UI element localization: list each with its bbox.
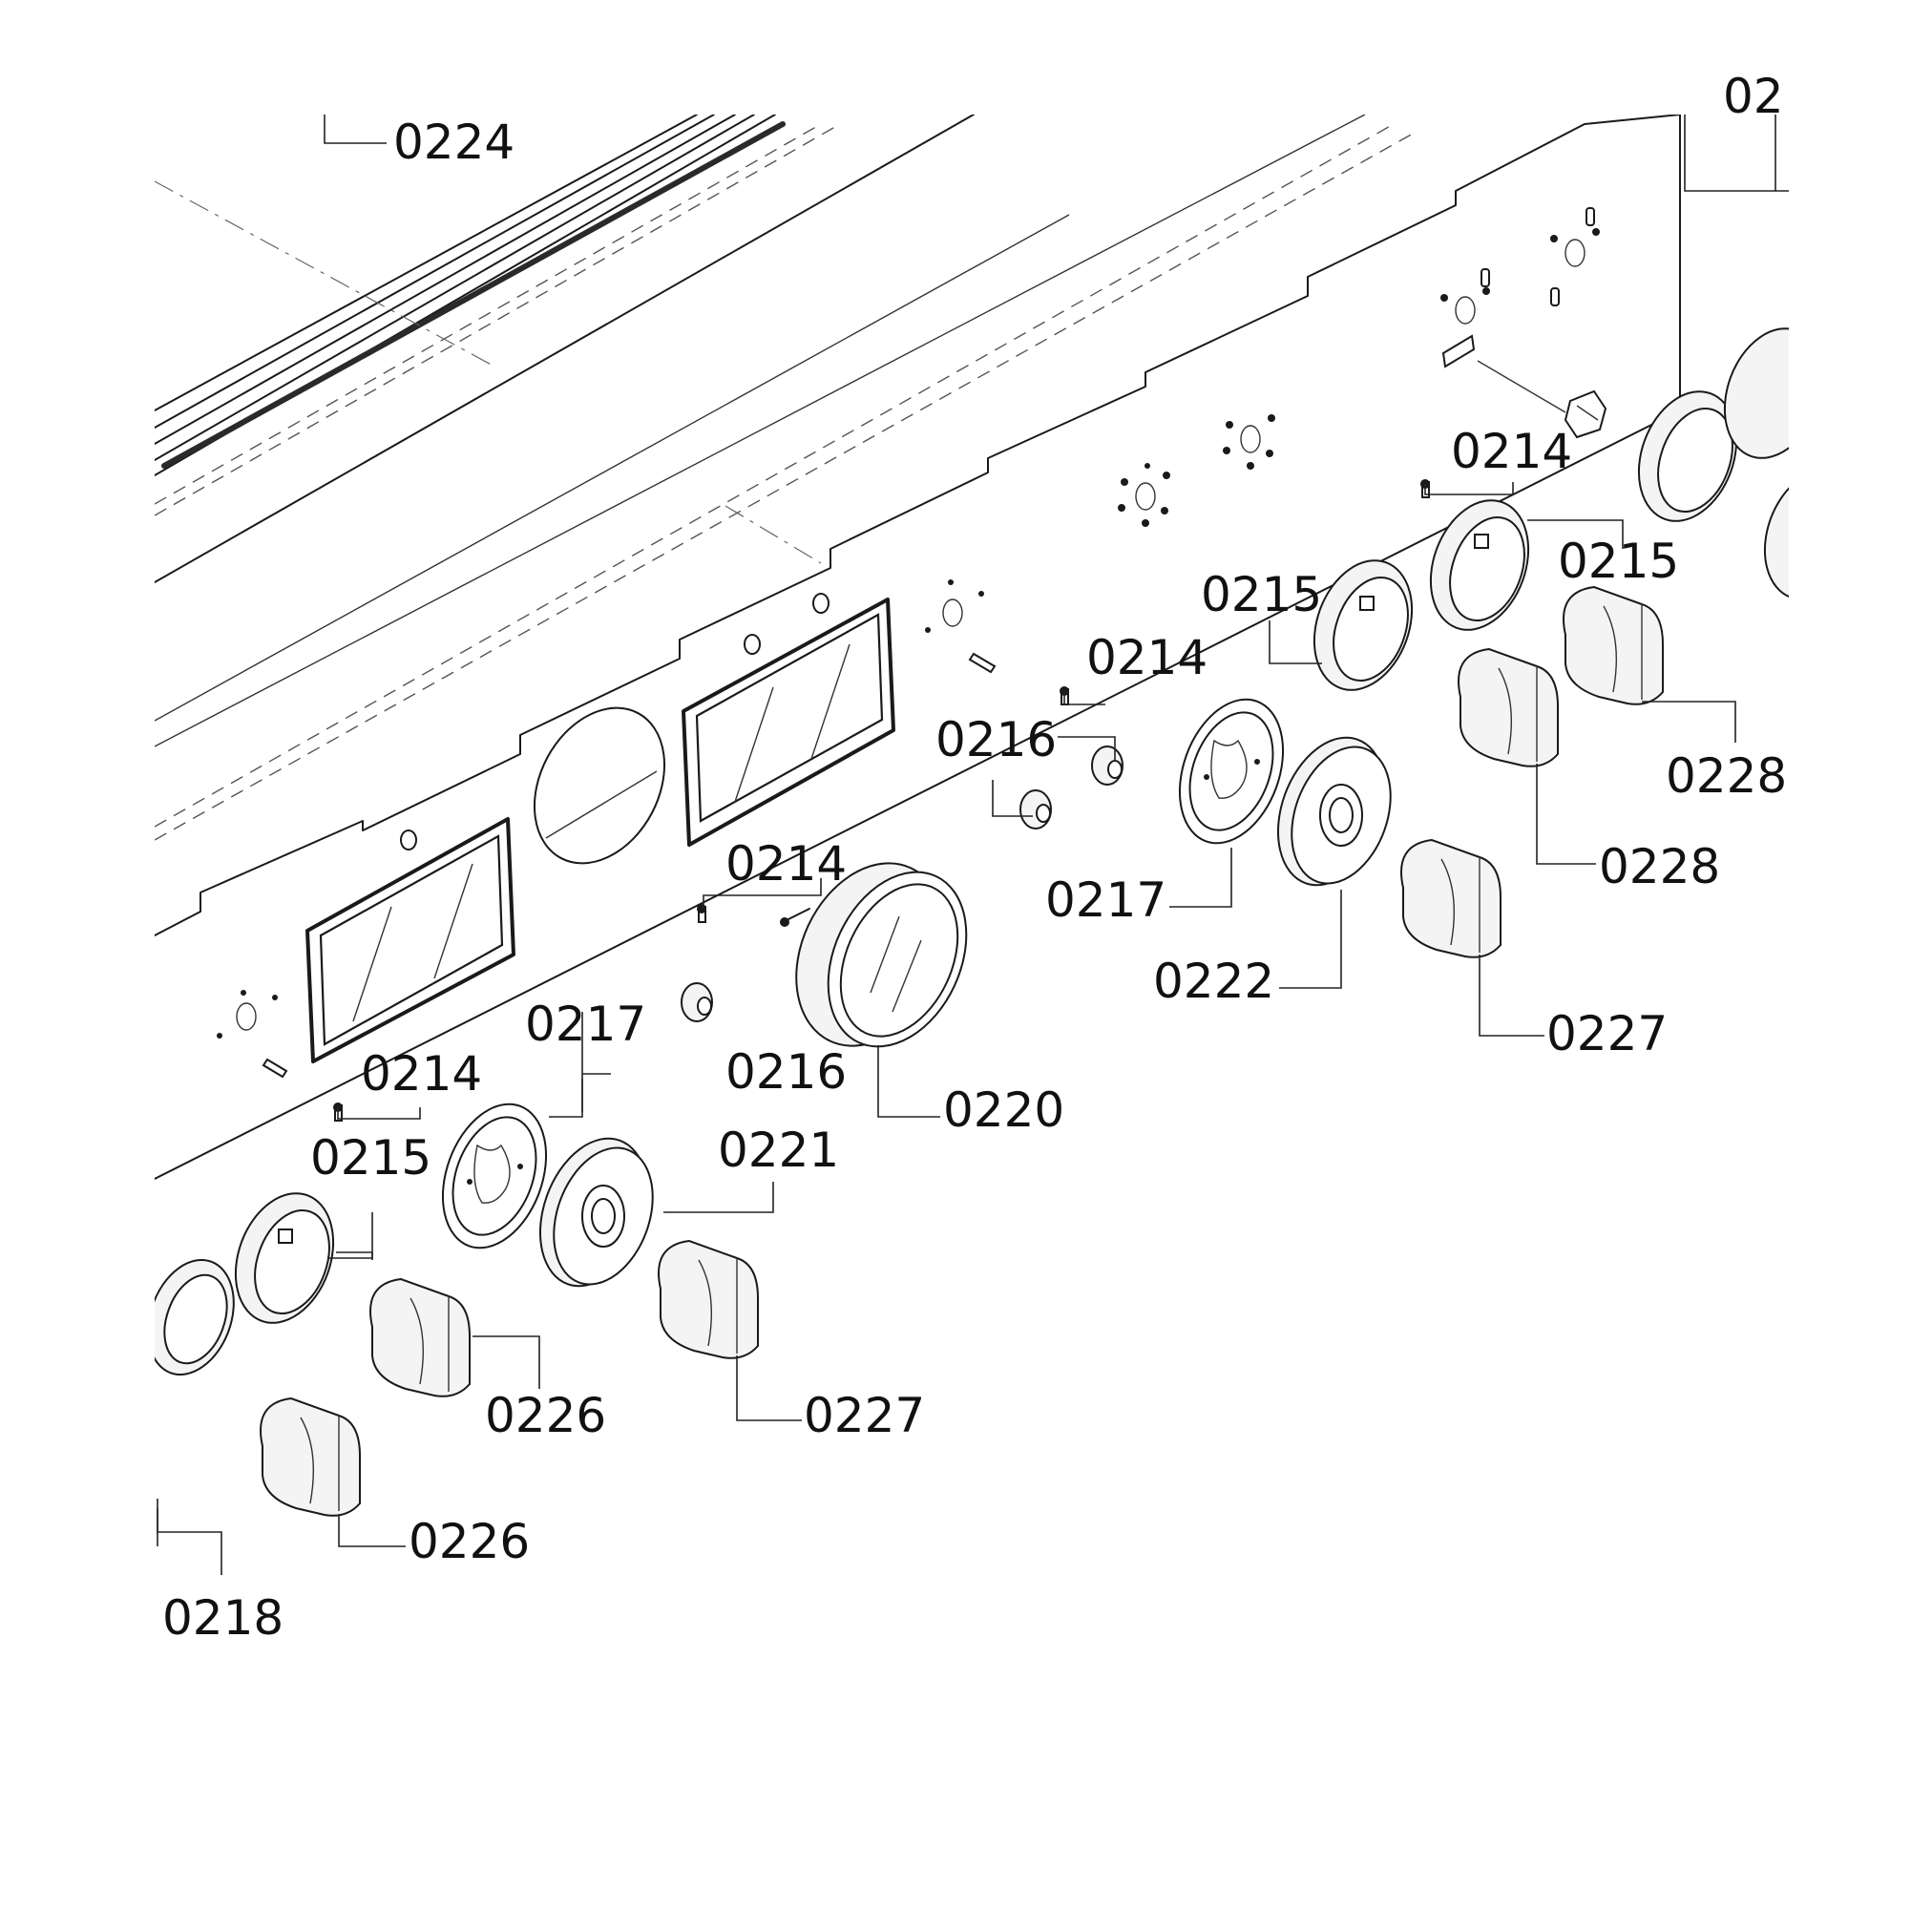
spacer-0216-c bbox=[1091, 746, 1124, 786]
knob-0226-a bbox=[369, 1277, 471, 1397]
callout-0220: 0220 bbox=[943, 1082, 1064, 1138]
callout-0217-a: 0217 bbox=[525, 997, 646, 1052]
callout-0216-b: 0216 bbox=[935, 712, 1057, 767]
callout-0218: 0218 bbox=[162, 1590, 284, 1646]
bezel-0215-b bbox=[1312, 559, 1414, 691]
bezel-right-partial bbox=[1637, 327, 1789, 600]
callout-0228-a: 0228 bbox=[1599, 839, 1720, 894]
callout-0217-b: 0217 bbox=[1045, 872, 1166, 928]
switch-connector bbox=[1477, 360, 1607, 439]
knob-0228-a bbox=[1458, 647, 1559, 767]
leader-lines bbox=[157, 115, 1789, 1575]
spacer-0216-a bbox=[681, 982, 713, 1022]
knob-0227-a bbox=[658, 1239, 759, 1359]
screw-0214-b bbox=[697, 904, 706, 923]
callout-0226-b: 0226 bbox=[409, 1514, 530, 1569]
callout-0224: 0224 bbox=[393, 115, 514, 170]
spacer-0216-b bbox=[1019, 789, 1052, 830]
callout-0227-a: 0227 bbox=[804, 1388, 925, 1443]
control-panel-fascia bbox=[155, 115, 1681, 1180]
bezel-0215-left-partial bbox=[155, 1258, 235, 1376]
callout-0226-a: 0226 bbox=[485, 1388, 606, 1443]
callout-0215-c: 0215 bbox=[1558, 534, 1679, 589]
knob-hole-markings bbox=[217, 207, 1600, 1039]
display-window-left bbox=[305, 817, 515, 1063]
knob-carrier-0222 bbox=[1276, 736, 1392, 887]
callout-0221: 0221 bbox=[718, 1123, 839, 1178]
thermometer-aperture bbox=[533, 706, 666, 865]
callout-02-partial: 02 bbox=[1723, 69, 1784, 124]
knob-0226-b bbox=[260, 1396, 361, 1517]
display-window-right bbox=[682, 598, 895, 847]
callout-0228-b: 0228 bbox=[1666, 748, 1787, 804]
knob-carrier-0221 bbox=[538, 1137, 654, 1288]
callout-0214-b: 0214 bbox=[725, 836, 847, 892]
gasket-0217-a bbox=[441, 1102, 548, 1250]
callout-0222: 0222 bbox=[1153, 954, 1274, 1009]
screw-fascia-left bbox=[262, 1058, 288, 1079]
callout-labels: 0224 02 0214 0215 0215 0214 0216 0228 02… bbox=[162, 69, 1787, 1646]
callout-0214-d: 0214 bbox=[1451, 424, 1572, 479]
knob-0227-b bbox=[1400, 838, 1502, 958]
back-panel bbox=[155, 115, 1414, 841]
callout-0214-c: 0214 bbox=[1086, 630, 1208, 685]
knob-0228-b bbox=[1563, 585, 1664, 705]
screw-fascia-mid bbox=[968, 652, 997, 674]
gasket-0217-b bbox=[1178, 698, 1285, 845]
callout-0227-b: 0227 bbox=[1546, 1006, 1668, 1061]
callout-0216-a: 0216 bbox=[725, 1044, 847, 1100]
fascia-holes bbox=[400, 593, 830, 850]
thermometer-0220 bbox=[780, 862, 968, 1048]
callout-0214-a: 0214 bbox=[361, 1046, 482, 1102]
bezel-0215-a bbox=[234, 1192, 335, 1324]
callout-0215-b: 0215 bbox=[1201, 567, 1322, 622]
callout-0215-a: 0215 bbox=[310, 1130, 431, 1186]
cooktop-frame bbox=[155, 115, 841, 516]
bezel-0215-c bbox=[1429, 499, 1530, 631]
